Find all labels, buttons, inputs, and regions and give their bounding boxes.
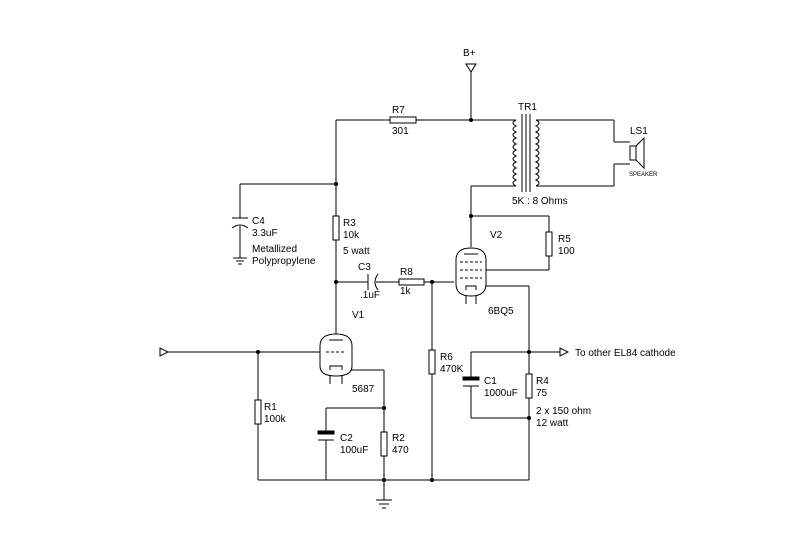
r3-value: 10k	[343, 230, 360, 241]
capacitor-c1	[462, 376, 480, 387]
v1-label: V1	[352, 310, 365, 321]
c3-ref: C3	[358, 262, 371, 273]
r5-value: 100	[558, 246, 575, 257]
resistor-r3	[332, 215, 340, 241]
capacitor-c3	[367, 273, 379, 291]
capacitor-c4	[231, 217, 249, 229]
resistor-r6	[428, 349, 436, 375]
input-arrow-icon	[159, 347, 170, 357]
r4-value: 75	[536, 388, 548, 399]
capacitor-c2	[317, 430, 335, 441]
c4-note-1: Metallized	[252, 244, 297, 255]
r6-value: 470K	[440, 364, 464, 375]
bplus-supply-icon	[465, 63, 477, 73]
r4-note-1: 2 x 150 ohm	[536, 406, 591, 417]
bplus-label: B+	[463, 48, 476, 59]
c2-value: 100uF	[340, 445, 368, 456]
r3-ref: R3	[343, 218, 356, 229]
r2-ref: R2	[392, 433, 405, 444]
tr1-ratio-label: 5K : 8 Ohms	[512, 196, 568, 207]
tube-v2	[455, 247, 487, 304]
v2-type-label: 6BQ5	[488, 306, 514, 317]
output-arrow-icon	[559, 347, 570, 357]
r7-value: 301	[392, 126, 409, 137]
ground-icon	[233, 257, 247, 265]
output-label: To other EL84 cathode	[575, 348, 676, 359]
resistor-r2	[380, 431, 388, 457]
resistor-r4	[525, 373, 533, 399]
c2-ref: C2	[340, 433, 353, 444]
resistor-r5	[545, 231, 553, 257]
transformer-tr1	[512, 114, 540, 192]
v2-label: V2	[490, 230, 503, 241]
v1-type-label: 5687	[352, 384, 375, 395]
speaker-icon	[629, 136, 645, 170]
c4-value: 3.3uF	[252, 228, 278, 239]
ls1-label: LS1	[630, 126, 648, 137]
r1-ref: R1	[264, 402, 277, 413]
c3-value: .1uF	[360, 290, 380, 301]
resistor-r7	[389, 116, 417, 124]
resistor-r8	[398, 278, 425, 286]
r3-watt: 5 watt	[343, 246, 370, 257]
c4-ref: C4	[252, 216, 265, 227]
c1-value: 1000uF	[484, 388, 518, 399]
r7-ref: R7	[392, 105, 405, 116]
wires	[168, 72, 630, 500]
tr1-label: TR1	[518, 102, 537, 113]
r1-value: 100k	[264, 414, 287, 425]
r4-note-2: 12 watt	[536, 418, 568, 429]
ground-icon	[376, 499, 392, 509]
speaker-label: SPEAKER	[629, 172, 658, 178]
c1-ref: C1	[484, 376, 497, 387]
r4-ref: R4	[536, 376, 549, 387]
resistor-r1	[254, 399, 262, 425]
r6-ref: R6	[440, 352, 453, 363]
c4-note-2: Polypropylene	[252, 256, 316, 267]
r2-value: 470	[392, 445, 409, 456]
junction-dots	[256, 118, 531, 482]
r8-ref: R8	[400, 267, 413, 278]
r8-value: 1k	[400, 286, 412, 297]
r5-ref: R5	[558, 234, 571, 245]
tube-v1	[319, 333, 353, 384]
